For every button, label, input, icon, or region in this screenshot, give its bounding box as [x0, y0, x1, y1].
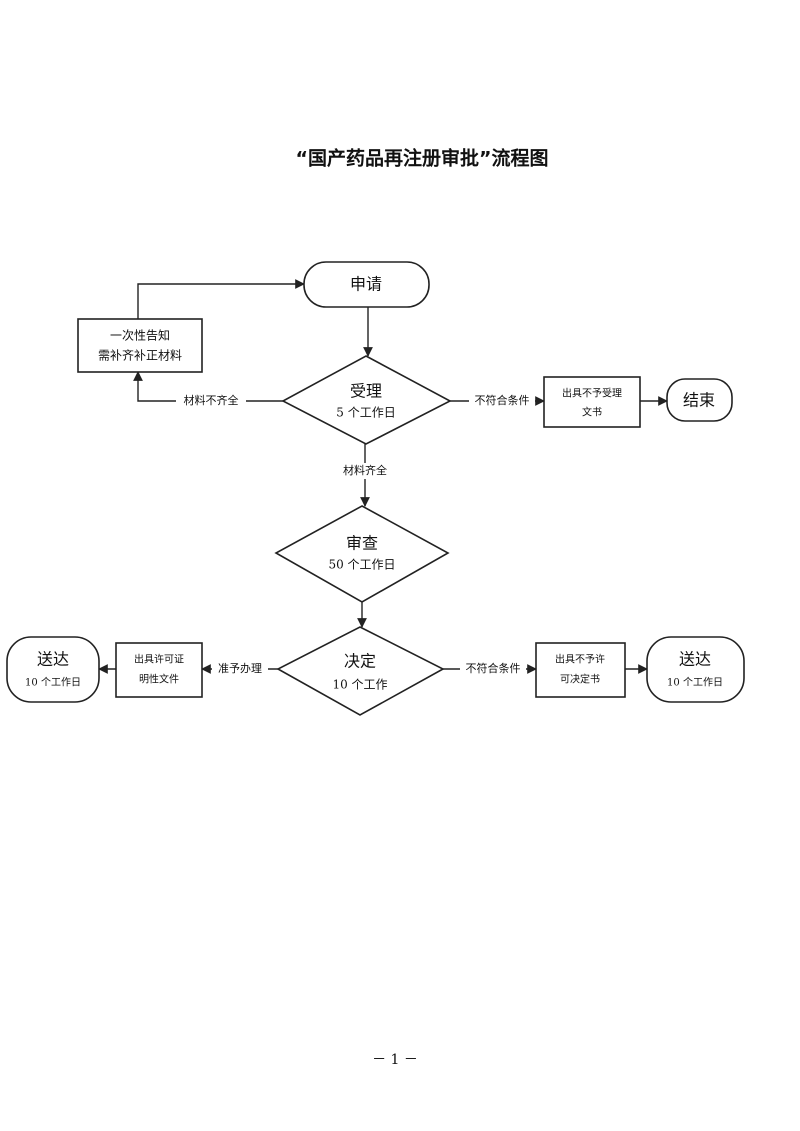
svg-text:申请: 申请: [350, 275, 382, 294]
svg-text:决定: 决定: [344, 652, 376, 671]
page-number: － 1 －: [372, 1052, 418, 1068]
node-notify: 一次性告知 需补齐补正材料: [77, 318, 203, 373]
svg-text:送达: 送达: [37, 650, 69, 669]
svg-text:50 个工作日: 50 个工作日: [328, 558, 395, 572]
node-apply: 申请: [303, 261, 430, 308]
edge-label-complete: 材料齐全: [333, 463, 397, 479]
svg-text:10 个工作日: 10 个工作日: [25, 677, 81, 689]
svg-text:10 个工作: 10 个工作: [332, 678, 387, 692]
svg-text:5 个工作日: 5 个工作日: [336, 406, 395, 420]
svg-text:出具不予受理: 出具不予受理: [562, 387, 622, 400]
svg-text:不符合条件: 不符合条件: [475, 393, 530, 407]
svg-text:出具许可证: 出具许可证: [134, 653, 184, 666]
page-title: “国产药品再注册审批”流程图: [296, 147, 549, 170]
edge-notify-to-apply: [137, 279, 305, 319]
edge-label-not-qualified-2: 不符合条件: [460, 661, 526, 677]
svg-text:材料不齐全: 材料不齐全: [184, 393, 239, 407]
node-accept: 受理 5 个工作日: [281, 355, 452, 445]
svg-text:材料齐全: 材料齐全: [343, 463, 387, 477]
edge-label-incomplete: 材料不齐全: [176, 393, 246, 409]
node-deny-doc: 出具不予许 可决定书: [535, 642, 626, 698]
node-permit-doc: 出具许可证 明性文件: [115, 642, 203, 698]
node-end: 结束: [666, 378, 733, 422]
node-review: 审查 50 个工作日: [274, 505, 450, 603]
svg-text:不符合条件: 不符合条件: [466, 661, 521, 675]
node-reject-doc: 出具不予受理 文书: [543, 376, 641, 428]
svg-text:审查: 审查: [346, 534, 378, 553]
svg-text:受理: 受理: [350, 382, 382, 401]
node-deliver-right: 送达 10 个工作日: [646, 636, 745, 703]
svg-text:10 个工作日: 10 个工作日: [667, 677, 723, 689]
svg-text:准予办理: 准予办理: [218, 662, 262, 675]
edge-label-not-qualified-1: 不符合条件: [469, 393, 535, 409]
svg-text:文书: 文书: [582, 406, 602, 419]
svg-text:明性文件: 明性文件: [139, 673, 179, 686]
svg-text:结束: 结束: [683, 391, 715, 410]
svg-text:一次性告知: 一次性告知: [110, 329, 170, 343]
node-deliver-left: 送达 10 个工作日: [6, 636, 100, 703]
svg-text:送达: 送达: [679, 650, 711, 669]
svg-text:出具不予许: 出具不予许: [555, 653, 605, 666]
svg-text:需补齐补正材料: 需补齐补正材料: [98, 348, 182, 363]
node-decide: 决定 10 个工作: [276, 626, 445, 716]
svg-text:可决定书: 可决定书: [560, 673, 600, 686]
edge-label-approve: 准予办理: [212, 661, 268, 677]
